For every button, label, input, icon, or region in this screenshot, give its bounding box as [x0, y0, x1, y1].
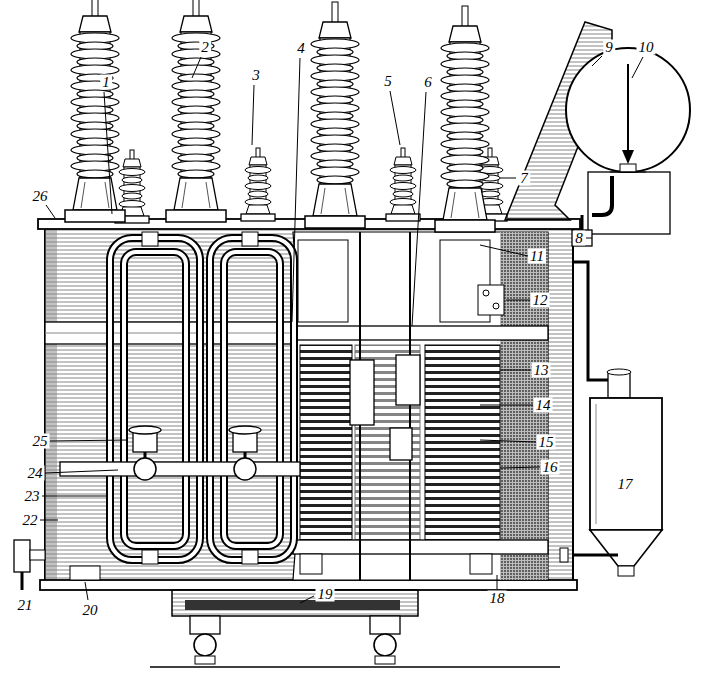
callout-number: 4 [295, 41, 307, 56]
callout-number: 15 [537, 435, 556, 450]
callout-number: 17 [616, 477, 635, 492]
callout-number: 14 [534, 398, 553, 413]
callout-number: 22 [21, 513, 40, 528]
callout-number: 13 [532, 363, 551, 378]
callout-number: 16 [541, 460, 560, 475]
callout-number: 10 [637, 40, 656, 55]
leader-lines [40, 56, 643, 603]
callout-number: 7 [518, 171, 530, 186]
tank [38, 219, 580, 590]
conservator [505, 22, 690, 246]
radiators [60, 232, 300, 564]
callout-number: 21 [16, 598, 35, 613]
callout-number: 12 [531, 293, 550, 308]
callout-number: 20 [81, 603, 100, 618]
oil-filter [560, 262, 662, 576]
callout-number: 6 [422, 75, 434, 90]
callout-number: 1 [100, 75, 112, 90]
core-and-windings [291, 232, 548, 580]
callout-number: 2 [199, 40, 211, 55]
callout-number: 5 [382, 74, 394, 89]
callout-number: 18 [488, 591, 507, 606]
callout-number: 26 [31, 189, 50, 204]
callout-number: 25 [31, 434, 50, 449]
callout-number: 23 [23, 489, 42, 504]
callout-number: 24 [26, 466, 45, 481]
base-and-wheels [14, 540, 560, 667]
bushings [65, 0, 507, 232]
callout-number: 19 [316, 587, 335, 602]
callout-number: 9 [603, 40, 615, 55]
callout-number: 8 [573, 231, 585, 246]
callout-number: 3 [250, 68, 262, 83]
callout-number: 11 [528, 249, 546, 264]
